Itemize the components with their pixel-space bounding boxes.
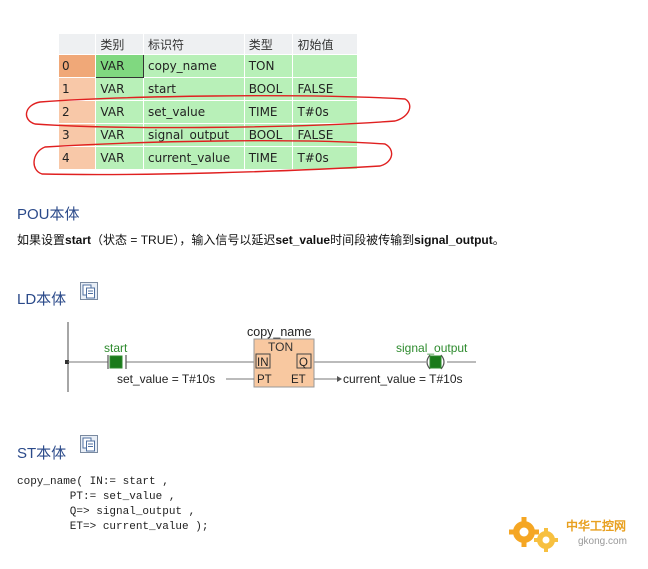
watermark-url: gkong.com [578,536,627,547]
desc-start: start [65,233,92,247]
fb-instance-name: copy_name [247,325,312,339]
pin-et[interactable]: ET [291,374,306,386]
code-line: Q=> signal_output , [17,506,196,518]
desc-text: 。 [492,233,505,247]
watermark-title: 中华工控网 [566,518,626,533]
et-arrow-icon [337,376,342,382]
gear-icon [534,528,558,552]
fb-ton-block[interactable] [253,338,315,388]
copy-clipboard-icon[interactable] [80,282,98,300]
fb-type: TON [268,340,293,354]
st-code-block: copy_name( IN:= start , PT:= set_value ,… [17,475,208,535]
rail-tick [65,360,69,364]
pin-q-box [296,353,312,369]
cell-class[interactable]: VAR [95,77,145,101]
coil-signal-output[interactable] [426,354,445,370]
coil-label: signal_output [396,341,468,355]
desc-signal-output: signal_output [414,233,493,247]
cell-initial[interactable] [292,54,358,78]
pin-in[interactable]: IN [257,357,269,369]
copy-clipboard-icon[interactable] [80,435,98,453]
gear-icon [509,517,539,547]
pou-section-title: POU本体 [17,206,80,223]
pin-in-box [255,353,271,369]
code-line: ET=> current_value ); [17,521,209,533]
contact-start[interactable] [107,355,127,369]
et-expression: current_value = T#10s [343,372,463,386]
st-section-title: ST本体 [17,445,67,462]
col-header-type[interactable]: 类型 [243,33,294,55]
code-line: copy_name( IN:= start , [17,476,169,488]
desc-set-value: set_value [275,233,331,247]
ld-section-title: LD本体 [17,291,67,308]
cell-identifier[interactable]: copy_name [143,54,245,78]
cell-type[interactable]: TON [243,54,294,78]
col-header-class[interactable]: 类别 [95,33,145,55]
index-header [57,33,97,55]
ld-diagram: start copy_name TON IN Q PT ET set_value… [65,322,476,392]
contact-label: start [104,341,128,355]
pin-pt[interactable]: PT [257,374,272,386]
code-line: PT:= set_value , [17,491,176,503]
desc-text: （状态 = TRUE），输入信号以延迟 [91,233,276,247]
pou-description: 如果设置start（状态 = TRUE），输入信号以延迟set_value时间段… [17,231,505,248]
desc-text: 时间段被传输到 [330,233,415,247]
pt-expression: set_value = T#10s [117,372,215,386]
gkong-watermark-logo: 中华工控网 gkong.com [509,517,627,552]
pin-q[interactable]: Q [299,357,308,369]
desc-text: 如果设置 [17,233,66,247]
